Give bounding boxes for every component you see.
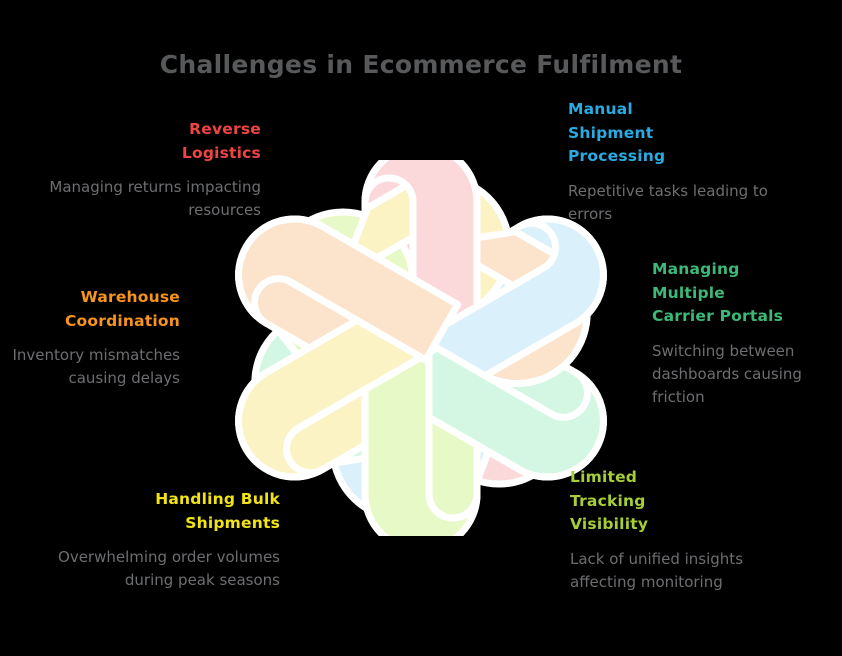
knot-svg <box>235 142 607 554</box>
node-title-managing-multiple-carrier-portals: Managing Multiple Carrier Portals <box>652 260 784 325</box>
node-description-warehouse-coordination: Inventory mismatches causing delays <box>12 346 181 387</box>
node-managing-multiple-carrier-portals: Managing Multiple Carrier Portals Switch… <box>652 258 842 409</box>
node-title-warehouse-coordination: Warehouse Coordination <box>64 288 180 330</box>
strand-overlap-managing-multiple-carrier-portals <box>380 332 607 481</box>
node-description-manual-shipment-processing: Repetitive tasks leading to errors <box>568 181 768 223</box>
node-title-manual-shipment-processing: Manual Shipment Processing <box>568 100 666 165</box>
node-limited-tracking-visibility: Limited Tracking Visibility Lack of unif… <box>570 466 780 594</box>
node-warehouse-coordination: Warehouse Coordination Inventory mismatc… <box>0 286 181 390</box>
node-description-reverse-logistics: Managing returns impacting resources <box>49 178 261 219</box>
node-title-limited-tracking-visibility: Limited Tracking Visibility <box>570 468 649 533</box>
page-title: Challenges in Ecommerce Fulfilment <box>159 50 683 79</box>
node-description-limited-tracking-visibility: Lack of unified insights affecting monit… <box>570 549 744 591</box>
node-title-handling-bulk-shipments: Handling Bulk Shipments <box>155 490 280 532</box>
node-title-reverse-logistics: Reverse Logistics <box>181 120 261 162</box>
knot-diagram <box>189 142 653 554</box>
node-manual-shipment-processing: Manual Shipment Processing Repetitive ta… <box>568 98 798 226</box>
node-handling-bulk-shipments: Handling Bulk Shipments Overwhelming ord… <box>58 488 280 592</box>
node-reverse-logistics: Reverse Logistics Managing returns impac… <box>46 118 261 222</box>
node-description-managing-multiple-carrier-portals: Switching between dashboards causing fri… <box>652 341 802 406</box>
node-description-handling-bulk-shipments: Overwhelming order volumes during peak s… <box>58 548 280 589</box>
strand-overlap-warehouse-coordination <box>235 215 462 364</box>
